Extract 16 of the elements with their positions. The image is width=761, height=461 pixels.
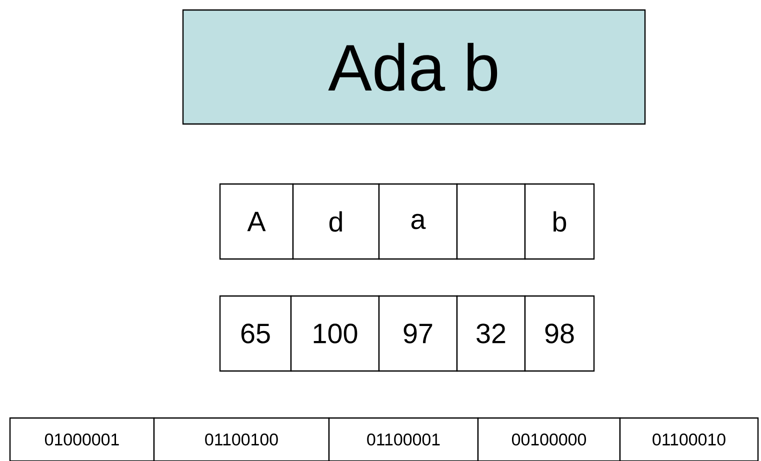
binary-cell: 01100010: [619, 417, 759, 461]
binary-cell: 01100100: [153, 417, 330, 461]
character-cell: b: [524, 183, 595, 260]
character-cell: a: [378, 183, 458, 260]
character-cell: d: [292, 183, 380, 260]
title-box: Ada b: [182, 9, 646, 125]
empty-cell: [456, 183, 526, 260]
binary-cell: 00100000: [477, 417, 621, 461]
code-cell: 97: [378, 295, 458, 372]
character-cell: A: [219, 183, 294, 260]
code-cell: 100: [290, 295, 380, 372]
code-cell: 98: [524, 295, 595, 372]
binary-cell: 01000001: [9, 417, 155, 461]
code-cell: 65: [219, 295, 292, 372]
binary-cell: 01100001: [328, 417, 479, 461]
code-cell: 32: [456, 295, 526, 372]
